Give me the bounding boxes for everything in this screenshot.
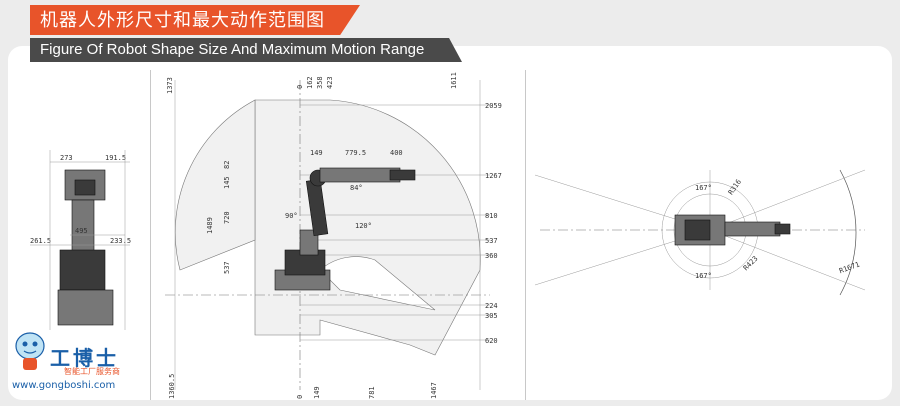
- side-dim-191: 191.5: [105, 154, 126, 162]
- front-dim-537: 537: [485, 237, 498, 245]
- front-dim-0-top: 0: [296, 85, 304, 89]
- front-dim-779: 779.5: [345, 149, 366, 157]
- front-dim-0-bottom: 0: [296, 395, 304, 399]
- side-dim-495: 495: [75, 227, 88, 235]
- front-dim-720: 720: [223, 211, 231, 224]
- title-cn: 机器人外形尺寸和最大动作范围图: [30, 5, 360, 35]
- front-dim-1467: 1467: [430, 382, 438, 399]
- separator-1: [150, 70, 151, 400]
- front-angle-120: 120°: [355, 222, 372, 230]
- front-dim-1267: 1267: [485, 172, 502, 180]
- title-en: Figure Of Robot Shape Size And Maximum M…: [30, 38, 462, 62]
- front-dim-358: 358: [316, 76, 324, 89]
- front-angle-84: 84°: [350, 184, 363, 192]
- front-dim-1360: 1360.5: [168, 374, 176, 399]
- top-angle-167-bottom: 167°: [695, 272, 712, 280]
- front-dim-149-bottom: 149: [313, 386, 321, 399]
- top-angle-167-top: 167°: [695, 184, 712, 192]
- top-view-drawing: 167° 167° R316 R423 R1671: [535, 169, 866, 296]
- front-dim-1611: 1611: [450, 72, 458, 89]
- front-dim-2059: 2059: [485, 102, 502, 110]
- side-dim-233: 233.5: [110, 237, 131, 245]
- front-dim-162: 162: [306, 76, 314, 89]
- brand-name: 工博士: [50, 346, 119, 370]
- front-dim-360: 360: [485, 252, 498, 260]
- robot-front-silhouette: [274, 167, 416, 291]
- brand-url[interactable]: www.gongboshi.com: [12, 380, 116, 391]
- top-dim-R423: R423: [742, 255, 760, 273]
- front-angle-90: 90°: [285, 212, 298, 220]
- robot-top-silhouette: [674, 214, 791, 246]
- front-dim-145: 145: [223, 176, 231, 189]
- front-dim-620: 620: [485, 337, 498, 345]
- top-dim-R316: R316: [727, 178, 743, 196]
- front-dim-537-inner: 537: [223, 261, 231, 274]
- front-dim-1489: 1489: [206, 217, 214, 234]
- mascot-logo: [15, 332, 45, 370]
- front-dim-305: 305: [485, 312, 498, 320]
- side-dim-261: 261.5: [30, 237, 51, 245]
- front-dim-149: 149: [310, 149, 323, 157]
- front-dim-1373: 1373: [166, 77, 174, 94]
- front-dim-781: 781: [368, 386, 376, 399]
- front-view-drawing: 1373 0 162 358 423 1611 2059 1267 810 53…: [165, 72, 502, 399]
- side-dim-273: 273: [60, 154, 73, 162]
- separator-2: [525, 70, 526, 400]
- front-dim-82: 82: [223, 161, 231, 169]
- brand-subtitle: 智能工厂服务商: [64, 367, 120, 376]
- side-view-drawing: 273 191.5 495 261.5 233.5: [30, 150, 131, 330]
- front-dim-423: 423: [326, 76, 334, 89]
- front-dim-810: 810: [485, 212, 498, 220]
- front-dim-224: 224: [485, 302, 498, 310]
- front-dim-400: 400: [390, 149, 403, 157]
